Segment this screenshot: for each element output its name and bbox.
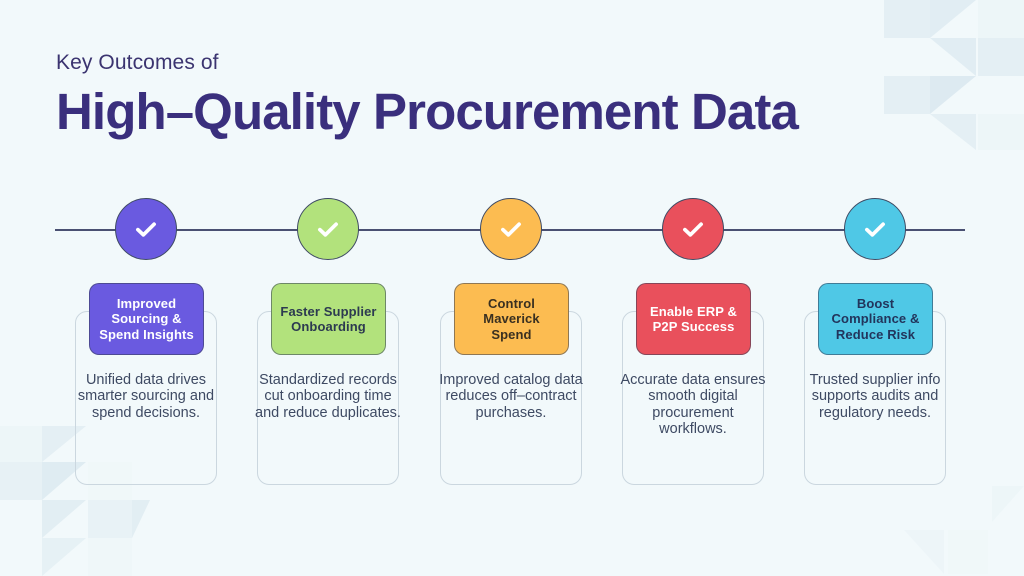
timeline-node-3[interactable] xyxy=(480,198,542,260)
check-icon xyxy=(498,216,524,242)
timeline-node-1[interactable] xyxy=(115,198,177,260)
check-icon xyxy=(315,216,341,242)
outcome-label-badge-3[interactable]: Control Maverick Spend xyxy=(454,283,569,355)
outcome-description-3: Improved catalog data reduces off–contra… xyxy=(439,372,583,421)
timeline-node-4[interactable] xyxy=(662,198,724,260)
page-title: High–Quality Procurement Data xyxy=(56,83,799,141)
outcome-label-badge-4[interactable]: Enable ERP & P2P Success xyxy=(636,283,751,355)
outcome-description-1: Unified data drives smarter sourcing and… xyxy=(77,372,215,421)
check-icon xyxy=(133,216,159,242)
outcome-description-2: Standardized records cut onboarding time… xyxy=(255,372,401,421)
check-icon xyxy=(862,216,888,242)
outcome-description-4: Accurate data ensures smooth digital pro… xyxy=(620,372,766,438)
outcome-description-5: Trusted supplier info supports audits an… xyxy=(809,372,941,421)
timeline-node-2[interactable] xyxy=(297,198,359,260)
decorative-pattern-top-right xyxy=(884,0,1024,150)
eyebrow-text: Key Outcomes of xyxy=(56,51,219,74)
outcome-label-badge-2[interactable]: Faster Supplier Onboarding xyxy=(271,283,386,355)
decorative-pattern-bottom-right xyxy=(904,486,1024,574)
outcome-label-badge-1[interactable]: Improved Sourcing & Spend Insights xyxy=(89,283,204,355)
header: Key Outcomes of High–Quality Procurement… xyxy=(56,50,799,141)
check-icon xyxy=(680,216,706,242)
outcome-label-badge-5[interactable]: Boost Compliance & Reduce Risk xyxy=(818,283,933,355)
timeline-node-5[interactable] xyxy=(844,198,906,260)
